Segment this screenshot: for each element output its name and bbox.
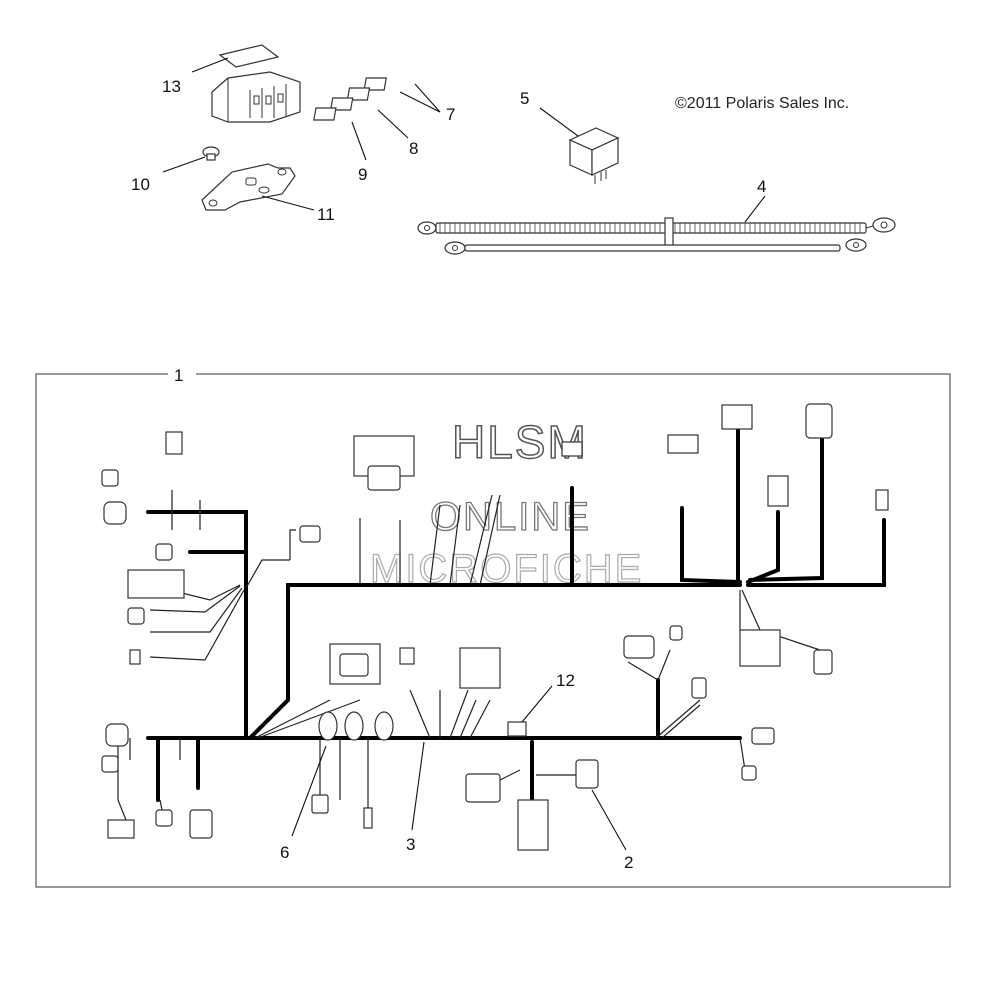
- callout-8: 8: [409, 139, 418, 158]
- battery-cable-part-4: [417, 217, 896, 255]
- callout-10: 10: [131, 175, 150, 194]
- callout-2: 2: [624, 853, 633, 872]
- callout-7: 7: [446, 105, 455, 124]
- watermark-line2: ONLINE: [430, 495, 591, 539]
- callout-13: 13: [162, 77, 181, 96]
- callout-12: 12: [556, 671, 575, 690]
- copyright-text: ©2011 Polaris Sales Inc.: [675, 95, 849, 112]
- callout-5: 5: [520, 89, 529, 108]
- bracket-part-11: [201, 163, 296, 211]
- harness-connectors: [101, 403, 889, 851]
- callout-11: 11: [317, 205, 335, 224]
- callout-1: 1: [174, 366, 183, 385]
- callout-6: 6: [280, 843, 289, 862]
- callout-9: 9: [358, 165, 367, 184]
- branch-wires: [117, 490, 821, 821]
- harness-trunks: [146, 418, 886, 802]
- callout-4: 4: [757, 177, 766, 196]
- harness-frame-part-1: [35, 373, 951, 888]
- fuses-parts-7-8-9: [313, 77, 387, 121]
- screw-part-10: [202, 146, 220, 161]
- fuse-box-part-13: [211, 44, 301, 123]
- watermark-line1: HLSM: [452, 416, 588, 468]
- callout-3: 3: [406, 835, 415, 854]
- relay-part-5: [568, 127, 620, 184]
